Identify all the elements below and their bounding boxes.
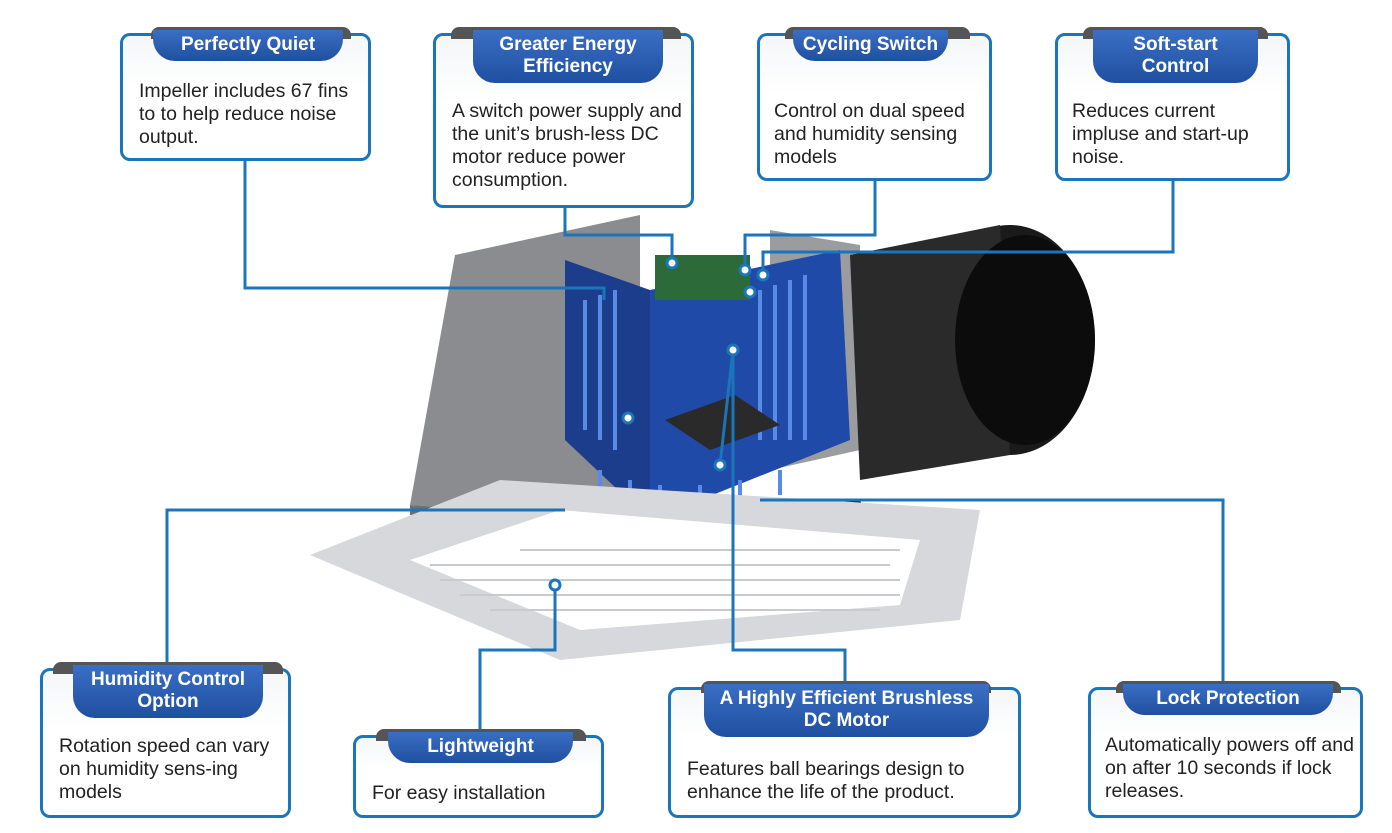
callout-energy-efficiency: Greater Energy Efficiency A switch power… [433,27,694,208]
grille-face [410,510,920,630]
callout-title: A Highly Efficient Brushless DC Motor [704,684,989,737]
duct-opening [955,235,1095,445]
callout-lock-protection: Lock Protection Automatically powers off… [1088,681,1363,818]
callout-title: Lightweight [388,732,573,763]
callout-text: Reduces current impluse and start-up noi… [1072,100,1249,168]
callout-brushless-motor: A Highly Efficient Brushless DC Motor Fe… [668,681,1021,818]
callout-title: Soft-start Control [1093,30,1258,83]
motor [665,395,780,450]
callout-humidity-control: Humidity Control Option Rotation speed c… [40,662,291,818]
callout-text: For easy installation [372,782,546,804]
callout-cycling-switch: Cycling Switch Control on dual speed and… [757,27,992,181]
callout-lightweight: Lightweight For easy installation [353,729,604,818]
callout-title: Cycling Switch [793,30,948,61]
callout-text: A switch power supply and the unit’s bru… [452,100,682,191]
callout-title: Humidity Control Option [73,665,263,718]
callout-title: Perfectly Quiet [153,30,343,61]
connector-dots [548,256,770,592]
callout-text: Control on dual speed and humidity sensi… [774,100,965,168]
callout-perfectly-quiet: Perfectly Quiet Impeller includes 67 fin… [120,27,371,161]
callout-text: Rotation speed can vary on humidity sens… [59,735,270,803]
callout-text: Automatically powers off and on after 10… [1105,734,1354,802]
blower-right-wall [650,250,850,520]
callout-text: Features ball bearings design to enhance… [687,758,965,803]
callout-soft-start: Soft-start Control Reduces current implu… [1055,27,1290,181]
connector-lines [165,160,1225,735]
callout-title: Lock Protection [1123,684,1333,715]
callout-title: Greater Energy Efficiency [473,30,663,83]
callout-text: Impeller includes 67 fins to to help red… [139,80,349,148]
